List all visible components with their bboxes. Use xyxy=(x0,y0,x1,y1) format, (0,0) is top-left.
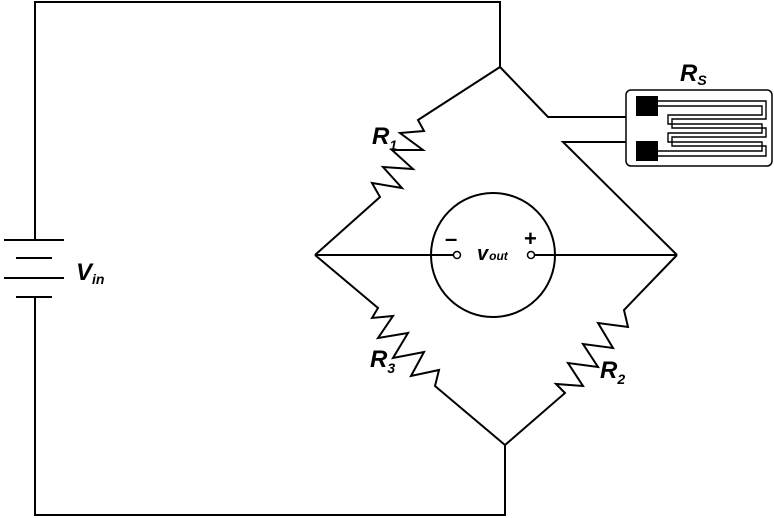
top-wire xyxy=(34,1,501,240)
bottom-wire xyxy=(34,297,506,516)
rs-upper-lead xyxy=(499,66,645,118)
minus-sign: – xyxy=(445,226,457,251)
resistor-r1 xyxy=(314,66,501,256)
minus-terminal xyxy=(452,250,462,260)
label-r3: R3 xyxy=(370,346,395,376)
label-vout: vout xyxy=(477,243,509,265)
rs-lower-lead xyxy=(560,141,678,256)
label-r2: R2 xyxy=(600,357,625,387)
label-r1: R1 xyxy=(372,123,397,153)
plus-sign: + xyxy=(524,226,537,251)
label-rs: RS xyxy=(680,60,707,88)
plus-terminal xyxy=(526,250,536,260)
label-vin: Vin xyxy=(76,259,104,287)
resistor-r3 xyxy=(314,254,506,446)
strain-gauge-rs xyxy=(625,89,773,167)
resistor-r2 xyxy=(504,254,678,446)
battery-symbol xyxy=(4,239,64,298)
